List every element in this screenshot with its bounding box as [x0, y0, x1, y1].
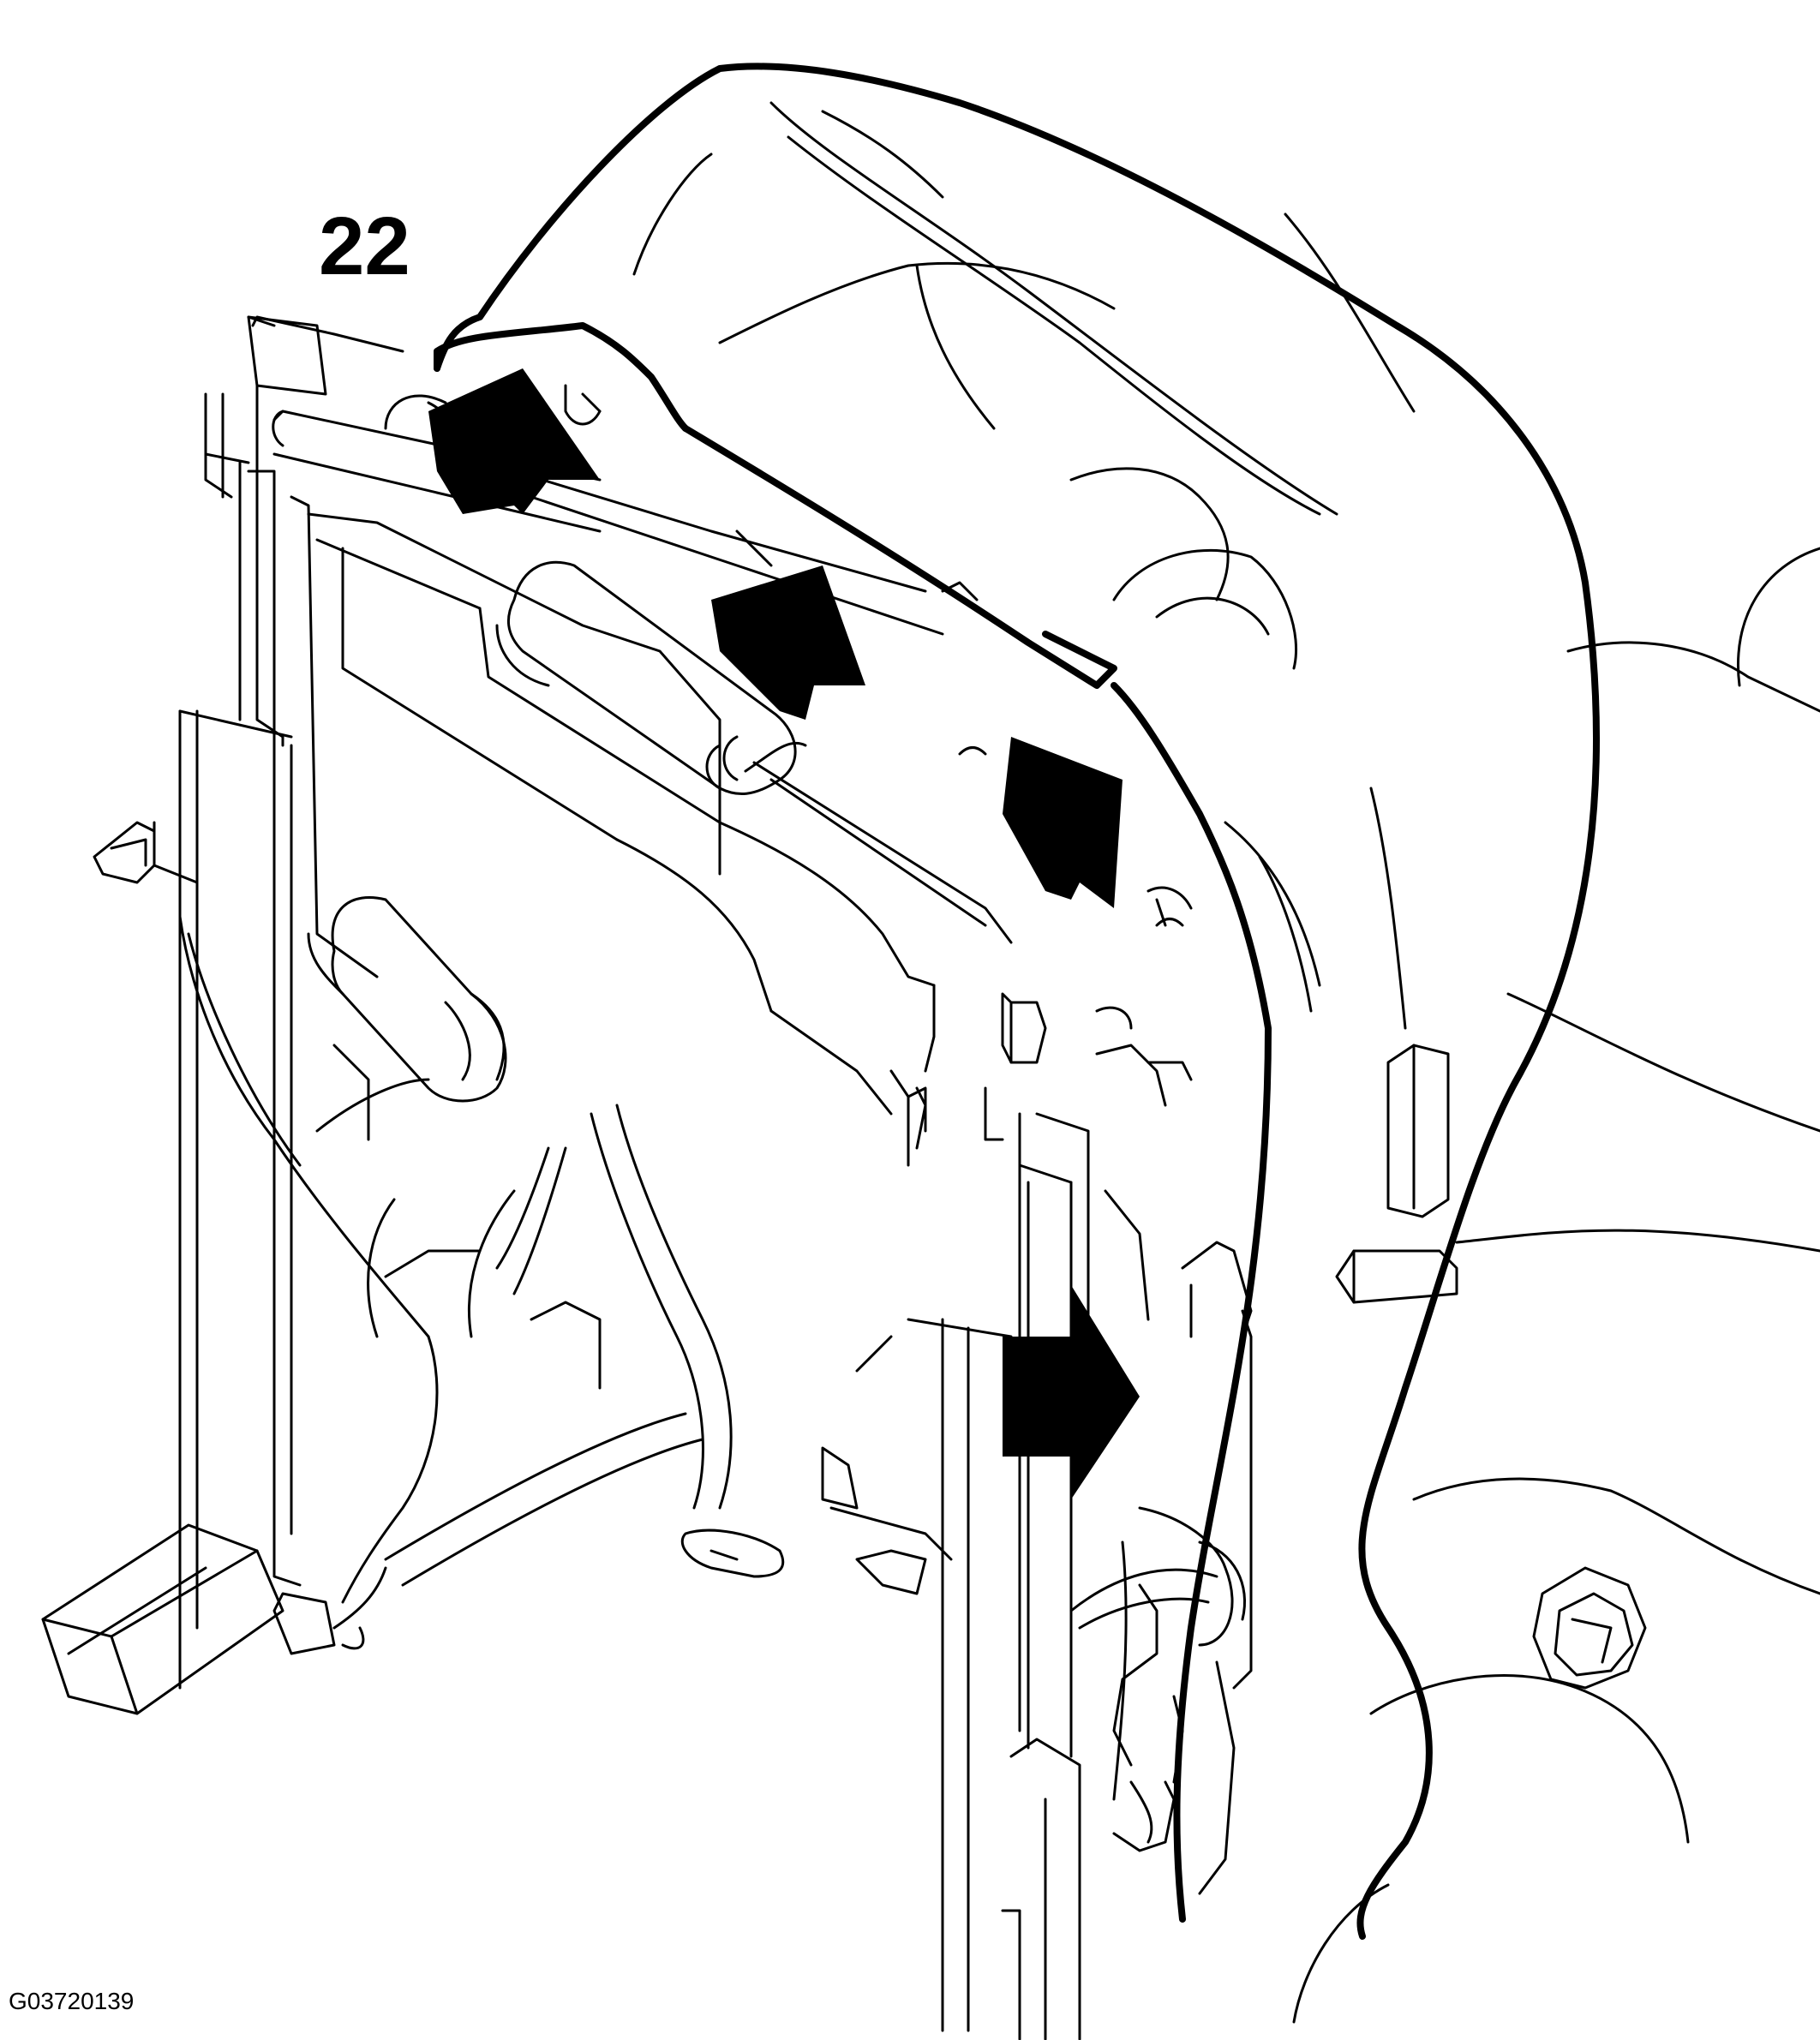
pins	[958, 746, 1184, 927]
lumbar-housing	[290, 495, 936, 1167]
lumbar-cylinder-upper	[495, 560, 1013, 944]
step-number: 22	[319, 200, 410, 292]
right-trim-panel	[1104, 1189, 1253, 1895]
frame-clips	[93, 581, 1193, 1595]
direction-arrows	[428, 368, 1140, 1499]
recliner-knob	[1532, 1566, 1647, 1690]
frame-left-rail	[153, 315, 327, 1690]
arrow-lower-right	[1003, 1285, 1140, 1499]
arrow-upper-middle	[711, 565, 865, 720]
lumbar-cylinder-lower	[307, 896, 507, 1103]
upper-crossbar	[247, 315, 944, 636]
seat-back-foam	[434, 63, 1601, 1940]
arrow-upper-left	[428, 368, 600, 514]
bolster-tabs	[1335, 1044, 1458, 1304]
figure-id: G03720139	[9, 1988, 135, 2014]
electrical-connector	[41, 1523, 387, 1715]
frame-right-rail	[855, 992, 1193, 2040]
headrest-details	[632, 101, 1416, 1030]
arrow-middle-right	[1003, 737, 1123, 908]
wiring-harness	[178, 915, 1247, 1647]
seat-cushion	[1292, 547, 1820, 2024]
